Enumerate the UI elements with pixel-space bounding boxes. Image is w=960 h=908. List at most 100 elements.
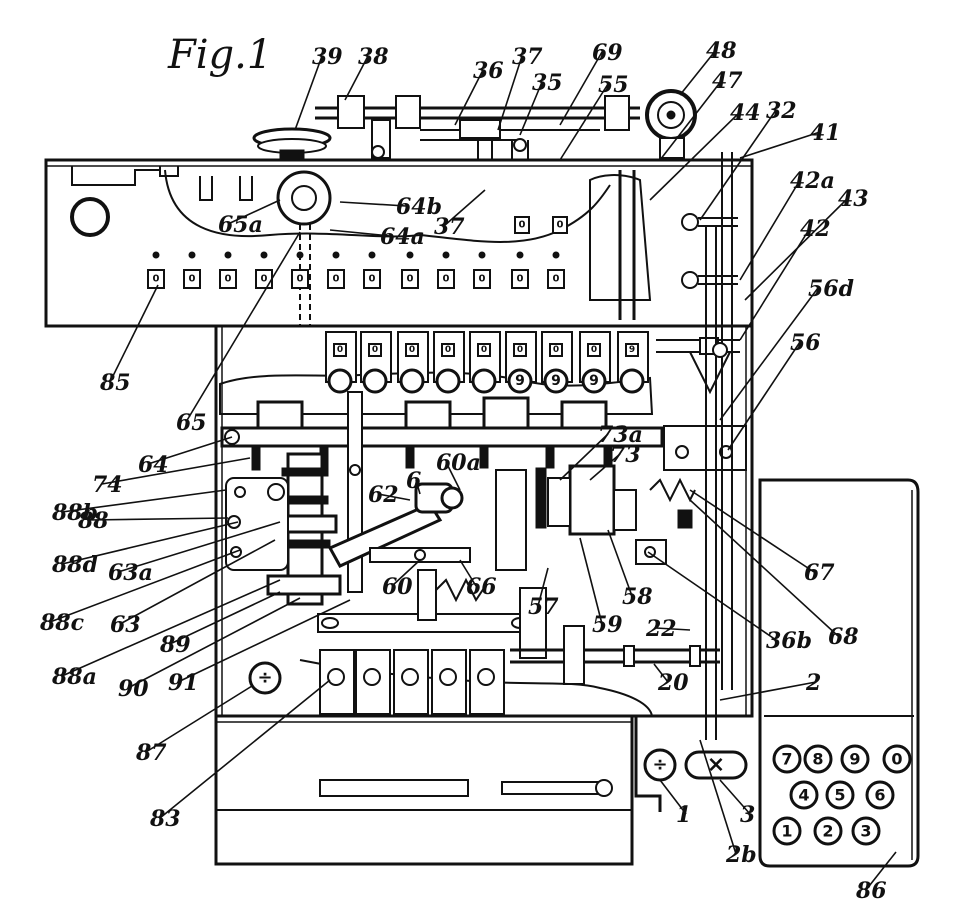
indicator-dot [442,251,450,259]
left-setting-column [225,452,342,606]
lower-shaft [510,625,720,685]
reference-label: 89 [159,632,191,658]
reference-label: 56d [808,276,854,302]
reference-label: 39 [312,44,343,70]
counter-digit: 0 [481,345,487,355]
indicator-dot [552,251,560,259]
main-shaft [220,396,664,471]
leader-line [559,83,609,161]
accumulator-window [183,269,201,289]
counter-wheel [507,368,533,394]
keypad-key[interactable]: 6 [865,780,895,810]
reference-label: 3 [740,802,755,828]
keypad-key[interactable]: 0 [882,744,912,774]
left-divide-key[interactable]: ÷ [248,661,282,695]
multiply-icon: × [707,753,725,778]
keypad-key-label: 7 [781,750,792,769]
keypad-key-label: 9 [849,750,860,769]
keypad-key[interactable]: 5 [825,780,855,810]
keypad-key[interactable]: 7 [772,744,802,774]
reference-label: 60a [436,450,481,476]
keypad-key[interactable]: 1 [772,816,802,846]
leader-line [344,55,369,101]
lower-slot-hole [439,668,457,686]
divide-icon: ÷ [652,755,667,776]
divide-key[interactable]: ÷ [643,748,677,782]
counter-wheel-digit: 9 [589,373,599,389]
accumulator-window [291,269,309,289]
leader-line [61,489,227,513]
reference-label: 57 [528,594,559,620]
counter-digit: 0 [517,345,523,355]
leader-line [339,201,407,207]
counter-wheel [435,368,461,394]
leader-line [589,453,621,481]
reference-label: 55 [598,72,629,98]
leader-line [391,559,421,587]
reference-label: 69 [592,40,623,66]
accumulator-window [511,269,529,289]
reference-label: 6 [406,468,421,494]
crank-wheel [645,89,697,159]
reference-label: 88b [51,500,98,526]
leader-line [117,521,281,573]
reference-label: 42 [800,216,831,242]
reference-label: 2 [805,670,821,696]
indicator-dot [478,251,486,259]
leader-line [659,79,723,161]
accumulator-window [547,269,565,289]
leader-line [679,49,717,96]
bottom-drawer [214,714,634,866]
lower-slot-hole [477,668,495,686]
reference-label: 63a [108,560,153,586]
accumulator-digit: 0 [261,274,268,285]
accumulator-window [401,269,419,289]
reference-label: 32 [766,98,797,124]
keypad-panel [758,478,920,868]
leader-line [127,597,301,689]
indicator-dot [332,251,340,259]
counter-digit: 0 [445,345,451,355]
keypad-key[interactable]: 8 [803,744,833,774]
leader-line [559,433,609,481]
reference-label: 56 [790,330,821,356]
accumulator-digit: 0 [225,274,232,285]
reference-label: 64 [138,452,169,478]
leader-line [739,179,801,281]
upper-window-digit: 0 [519,220,526,231]
reference-label: 42a [790,168,835,194]
leader-line [415,479,421,495]
leader-line [689,489,815,573]
accumulator-digit: 0 [443,274,450,285]
counter-digit: 9 [629,345,635,355]
leader-line [119,539,276,625]
counter-wheel [399,368,425,394]
leader-line [579,537,603,625]
leader-line [147,436,233,465]
lower-slot-row [319,649,505,715]
leader-line [647,551,777,641]
multiply-key[interactable]: × [684,750,748,780]
leader-line [454,69,484,126]
keypad-key[interactable]: 9 [840,744,870,774]
keypad-key[interactable]: 4 [789,780,819,810]
reference-label: 64b [396,194,442,220]
leader-line [377,493,411,501]
leader-line [607,529,633,597]
reference-label: 73 [610,442,641,468]
counter-wheel [581,368,607,394]
hand-wheel [252,127,332,161]
reference-label: 88a [51,664,97,690]
reference-label: 36b [766,628,812,654]
leader-line [61,579,281,677]
reference-label: 37 [512,44,543,70]
divide-icon: ÷ [257,668,272,689]
indicator-dot [296,251,304,259]
leader-line [145,685,253,753]
keypad-key[interactable]: 2 [813,816,843,846]
keypad-key[interactable]: 3 [851,816,881,846]
keypad-key-label: 3 [860,822,871,841]
